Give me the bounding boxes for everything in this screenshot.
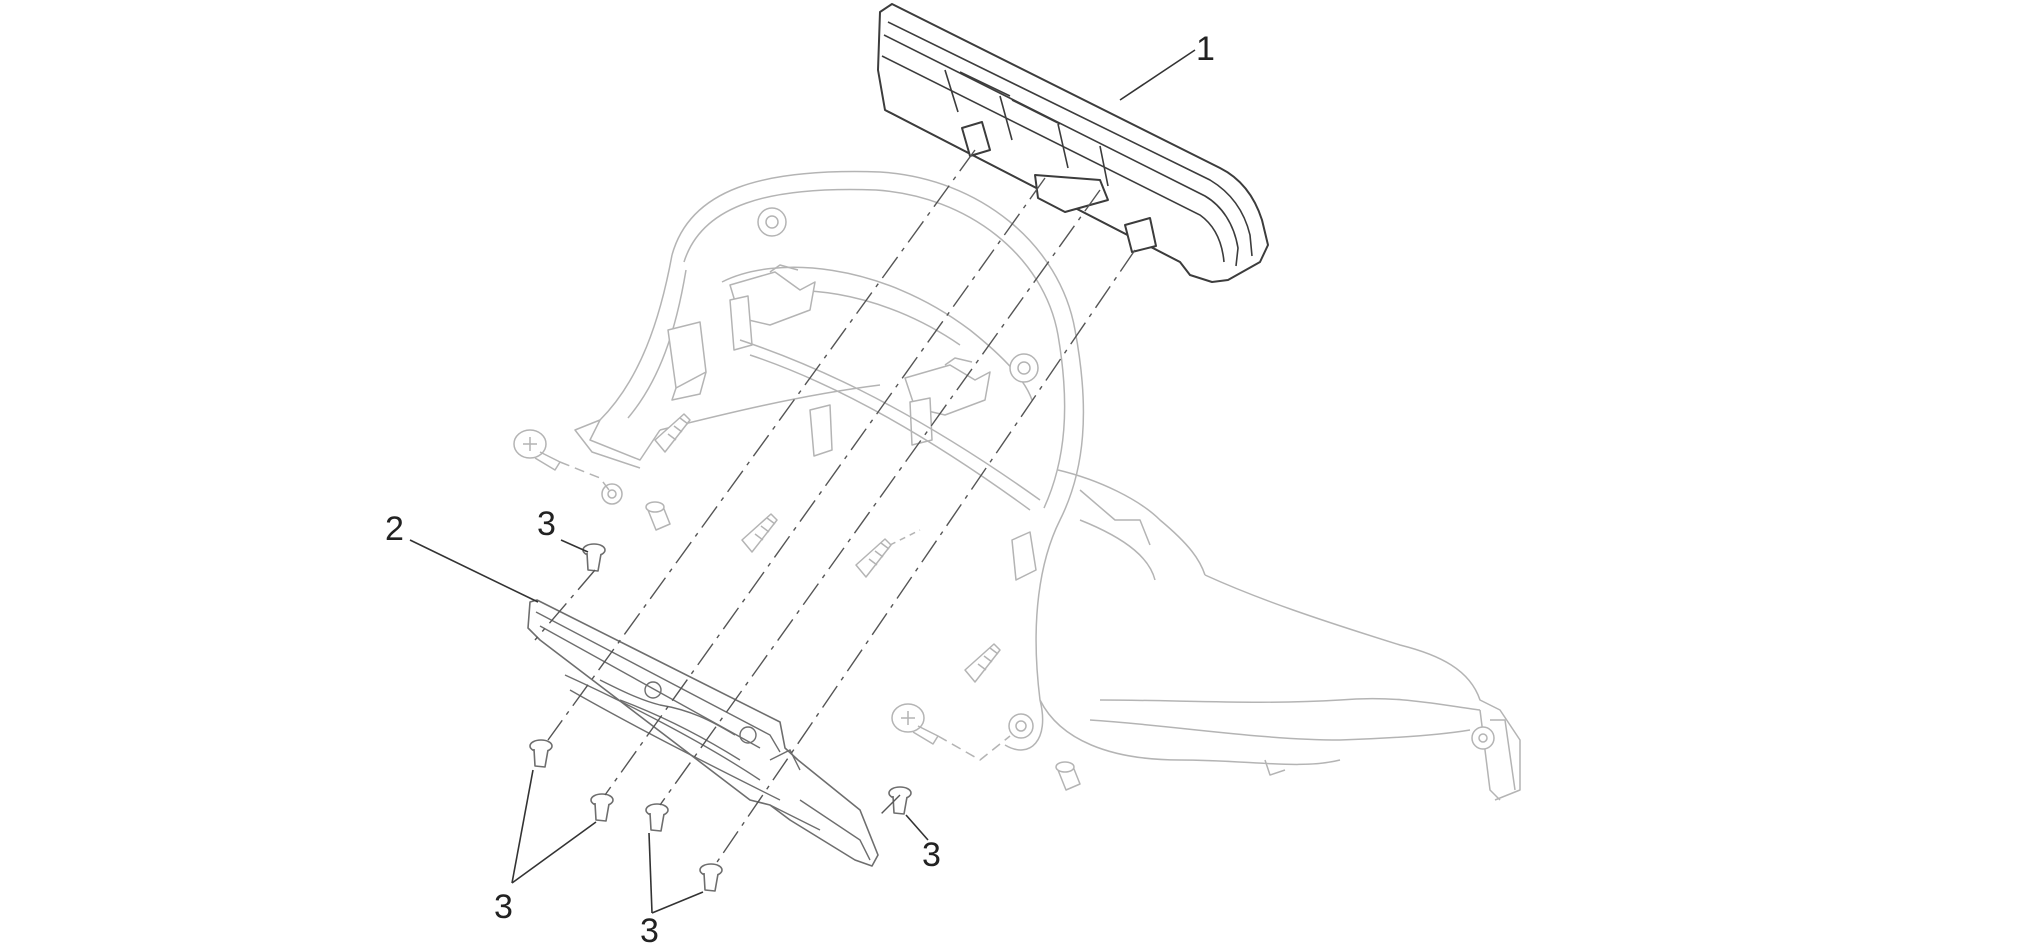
- pan-head-screw-right-icon: [891, 703, 939, 745]
- callout-screw-lower-right: 3: [922, 836, 941, 874]
- self-tapping-screw-icon: [654, 413, 691, 453]
- self-tapping-screw-icon: [964, 643, 1001, 683]
- instrument-panel: [877, 3, 1269, 283]
- callout-screw-lower-left: 3: [494, 888, 513, 926]
- screw-icon: [699, 863, 723, 892]
- callout-instrument-panel: 1: [1196, 30, 1215, 68]
- assembly-lines: [534, 149, 1136, 866]
- callout-screw-lower-middle: 3: [640, 912, 659, 945]
- callout-labels: 1 2 3 3 3 3: [385, 30, 1215, 945]
- self-tapping-screw-icon: [855, 538, 892, 578]
- screw-icon: [645, 803, 669, 832]
- screw-icon: [582, 543, 606, 572]
- grommet-icon: [1055, 761, 1081, 791]
- ghost-fasteners: [513, 413, 1081, 791]
- screw-icon: [888, 786, 912, 815]
- screw-icon: [529, 739, 553, 768]
- pan-head-screw-left-icon: [513, 429, 561, 471]
- self-tapping-screw-icon: [741, 513, 778, 553]
- screws: [529, 543, 912, 892]
- lower-cover: [527, 599, 879, 867]
- leader-lines: [409, 49, 1196, 914]
- screw-icon: [590, 793, 614, 822]
- handlebar-cover-housing: [574, 170, 1521, 801]
- grommet-icon: [645, 501, 671, 531]
- callout-lower-cover: 2: [385, 510, 404, 548]
- callout-screw-upper: 3: [537, 505, 556, 543]
